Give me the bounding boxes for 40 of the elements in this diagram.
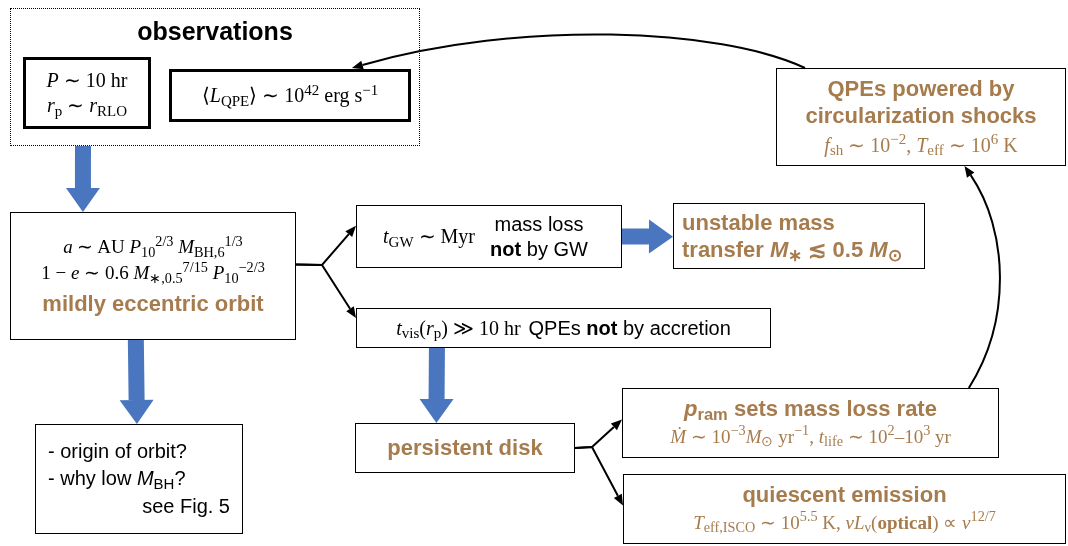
arrow — [295, 263, 356, 318]
arrow — [351, 33, 806, 70]
result-box — [355, 423, 575, 473]
node-text: f$_{sh}$ ∼ 10$^{−2}$, T$_{eff}$ ∼ 10$^{6}$ K — [824, 130, 1018, 160]
block-arrow — [65, 146, 100, 212]
node-text: unstable mass transfer M$_{∗}$ ≲ 0.5 M$_{⊙}$ — [682, 208, 903, 264]
node-text: QPEs powered by circularization shocks — [804, 74, 1038, 130]
node-text: see Fig. 5 — [141, 493, 230, 519]
node-text: QPEs not by accretion — [528, 316, 731, 341]
group-title: observations — [137, 16, 293, 47]
node-text: r$_{p}$ ∼ r$_{RLO}$ — [46, 93, 128, 118]
node-text: mass loss not by GW — [489, 211, 589, 262]
result-box — [622, 388, 999, 458]
result-box — [623, 474, 1066, 544]
node-text: - origin of orbit? — [48, 438, 188, 464]
node-text: - why low M$_{BH}$? — [48, 466, 187, 493]
observation-box — [23, 57, 151, 129]
arrow — [574, 445, 623, 506]
question-box — [35, 424, 243, 534]
block-arrow — [119, 339, 154, 424]
observations-group — [10, 8, 420, 146]
result-box — [673, 203, 925, 269]
result-box — [776, 68, 1066, 166]
node-text: T$_{eff,ISCO}$ ∼ 10$^{5.5}$ K, νL$_{ν}$(optical) ∝ ν$^{12/7}$ — [693, 508, 996, 537]
node-text: t$_{GW}$ ∼ Myr — [383, 224, 475, 249]
node-text: mildly eccentric orbit — [42, 290, 264, 318]
arrow — [965, 165, 1001, 389]
node-text: ⟨L$_{QPE}$⟩ ∼ 10$^{42}$ erg s$^{−1}$ — [201, 83, 379, 108]
node-text: quiescent emission — [742, 481, 947, 509]
node-text: p$_{ram}$ sets mass loss rate — [684, 395, 937, 423]
timescale-box — [356, 205, 622, 268]
node-text: persistent disk — [387, 434, 543, 462]
node-text: Ṁ ∼ 10$^{−3}$M$_{⊙}$ yr$^{−1}$, t$_{life}$ ∼ 10$^{2}$–10$^{3}$ yr — [670, 422, 951, 451]
block-arrow — [621, 219, 673, 254]
node-text: t$_{vis}$(r$_{p}$) ≫ 10 hr — [396, 315, 521, 341]
timescale-box — [356, 308, 771, 348]
observation-box — [169, 69, 411, 122]
node-text: P ∼ 10 hr — [46, 68, 128, 93]
orbit-box — [10, 212, 296, 340]
block-arrow — [419, 347, 454, 423]
